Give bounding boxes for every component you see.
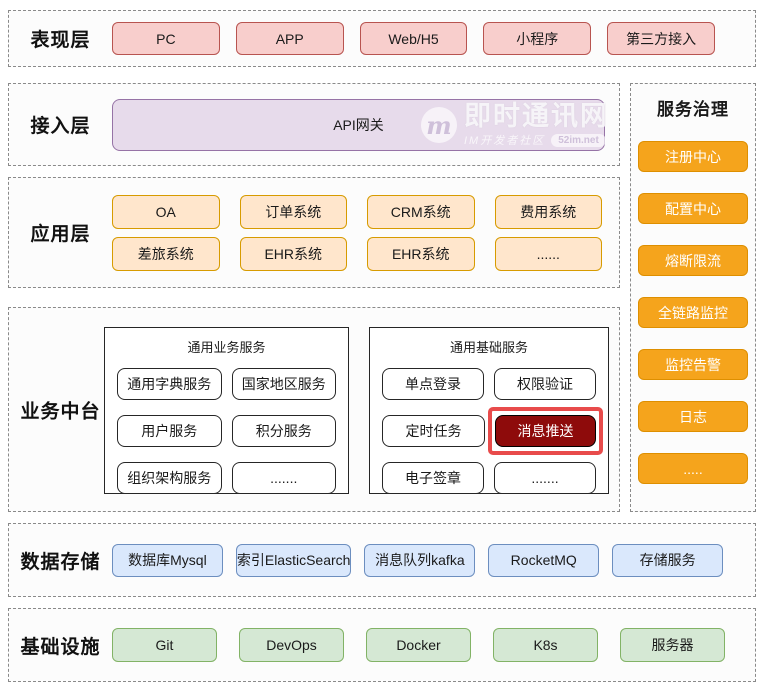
node-dictionary-service: 通用字典服务 <box>117 368 222 400</box>
common-business-services-group: 通用业务服务 通用字典服务 国家地区服务 用户服务 积分服务 组织架构服务 ..… <box>104 327 349 494</box>
group-row: 单点登录 权限验证 <box>382 368 596 400</box>
node-api-gateway: API网关 <box>112 98 605 151</box>
node-full-link-monitor: 全链路监控 <box>638 297 748 328</box>
node-scheduled-task: 定时任务 <box>382 415 485 447</box>
common-base-services-title: 通用基础服务 <box>449 340 528 355</box>
node-server: 服务器 <box>620 628 725 662</box>
node-app: APP <box>235 22 344 55</box>
group-row: 组织架构服务 ....... <box>117 462 336 494</box>
application-node-row: 差旅系统 EHR系统 EHR系统 ...... <box>112 236 602 271</box>
node-config-center: 配置中心 <box>638 193 748 224</box>
presentation-layer-label: 表现层 <box>30 30 91 51</box>
node-travel-system: 差旅系统 <box>112 236 220 271</box>
access-layer-section: 接入层 API网关 m 即时通讯网 IM开发者社区 52im.net <box>8 83 620 166</box>
business-groups: 通用业务服务 通用字典服务 国家地区服务 用户服务 积分服务 组织架构服务 ..… <box>104 327 609 494</box>
common-business-services-title: 通用业务服务 <box>187 340 266 355</box>
node-storage-service: 存储服务 <box>612 543 724 577</box>
node-k8s: K8s <box>493 628 598 662</box>
node-user-service: 用户服务 <box>117 415 222 447</box>
node-elasticsearch: 索引ElasticSearch <box>235 543 352 577</box>
node-mysql: 数据库Mysql <box>112 543 223 577</box>
node-business-services-more: ....... <box>231 462 336 494</box>
node-country-region-service: 国家地区服务 <box>231 368 336 400</box>
node-git: Git <box>112 628 217 662</box>
application-node-rows: OA 订单系统 CRM系统 费用系统 差旅系统 EHR系统 EHR系统 ....… <box>112 194 619 271</box>
data-storage-section: 数据存储 数据库Mysql 索引ElasticSearch 消息队列kafka … <box>8 523 756 597</box>
service-governance-panel: 服务治理 注册中心 配置中心 熔断限流 全链路监控 监控告警 日志 ..... <box>630 83 756 512</box>
node-e-signature: 电子签章 <box>382 462 484 494</box>
node-registry-center: 注册中心 <box>638 141 748 172</box>
infrastructure-section: 基础设施 Git DevOps Docker K8s 服务器 <box>8 608 756 682</box>
business-platform-section: 业务中台 通用业务服务 通用字典服务 国家地区服务 用户服务 积分服务 组织架构… <box>8 307 620 512</box>
node-kafka: 消息队列kafka <box>364 543 476 577</box>
storage-node-row: 数据库Mysql 索引ElasticSearch 消息队列kafka Rocke… <box>112 543 755 577</box>
node-web-h5: Web/H5 <box>359 22 468 55</box>
node-ehr-system-2: EHR系统 <box>367 236 475 271</box>
node-expense-system: 费用系统 <box>494 194 602 229</box>
application-layer-section: 应用层 OA 订单系统 CRM系统 费用系统 差旅系统 EHR系统 EHR系统 … <box>8 177 620 288</box>
node-log: 日志 <box>638 401 748 432</box>
node-rocketmq: RocketMQ <box>488 543 600 577</box>
group-row: 定时任务 消息推送 <box>382 407 603 455</box>
access-layer-label: 接入层 <box>30 116 91 137</box>
application-node-row: OA 订单系统 CRM系统 费用系统 <box>112 194 602 229</box>
presentation-node-row: PC APP Web/H5 小程序 第三方接入 <box>112 22 755 55</box>
group-row: 电子签章 ....... <box>382 462 596 494</box>
business-platform-label: 业务中台 <box>20 401 101 422</box>
highlight-frame: 消息推送 <box>488 407 603 455</box>
node-crm-system: CRM系统 <box>367 194 475 229</box>
service-governance-title: 服务治理 <box>657 100 729 119</box>
infrastructure-label: 基础设施 <box>20 636 101 658</box>
node-base-services-more: ....... <box>494 462 596 494</box>
presentation-layer-section: 表现层 PC APP Web/H5 小程序 第三方接入 <box>8 10 756 67</box>
node-mini-program: 小程序 <box>483 22 592 55</box>
node-message-push-highlighted: 消息推送 <box>495 415 596 447</box>
group-row: 用户服务 积分服务 <box>117 415 336 447</box>
node-ehr-system: EHR系统 <box>239 236 347 271</box>
node-governance-more: ..... <box>638 453 748 484</box>
node-circuit-breaker: 熔断限流 <box>638 245 748 276</box>
application-layer-label: 应用层 <box>30 224 91 245</box>
node-order-system: 订单系统 <box>239 194 347 229</box>
infrastructure-node-row: Git DevOps Docker K8s 服务器 <box>112 628 755 662</box>
node-application-more: ...... <box>494 236 602 271</box>
node-docker: Docker <box>366 628 471 662</box>
node-single-sign-on: 单点登录 <box>382 368 484 400</box>
group-row: 通用字典服务 国家地区服务 <box>117 368 336 400</box>
node-devops: DevOps <box>239 628 344 662</box>
node-org-structure-service: 组织架构服务 <box>117 462 222 494</box>
common-base-services-group: 通用基础服务 单点登录 权限验证 定时任务 消息推送 电子签章 ....... <box>369 327 609 494</box>
node-pc: PC <box>112 22 220 55</box>
node-monitor-alert: 监控告警 <box>638 349 748 380</box>
data-storage-label: 数据存储 <box>20 551 101 573</box>
node-oa: OA <box>112 194 220 229</box>
node-third-party: 第三方接入 <box>607 22 715 55</box>
gateway-wrap: API网关 <box>112 98 619 151</box>
node-permission-verify: 权限验证 <box>494 368 596 400</box>
node-points-service: 积分服务 <box>231 415 336 447</box>
